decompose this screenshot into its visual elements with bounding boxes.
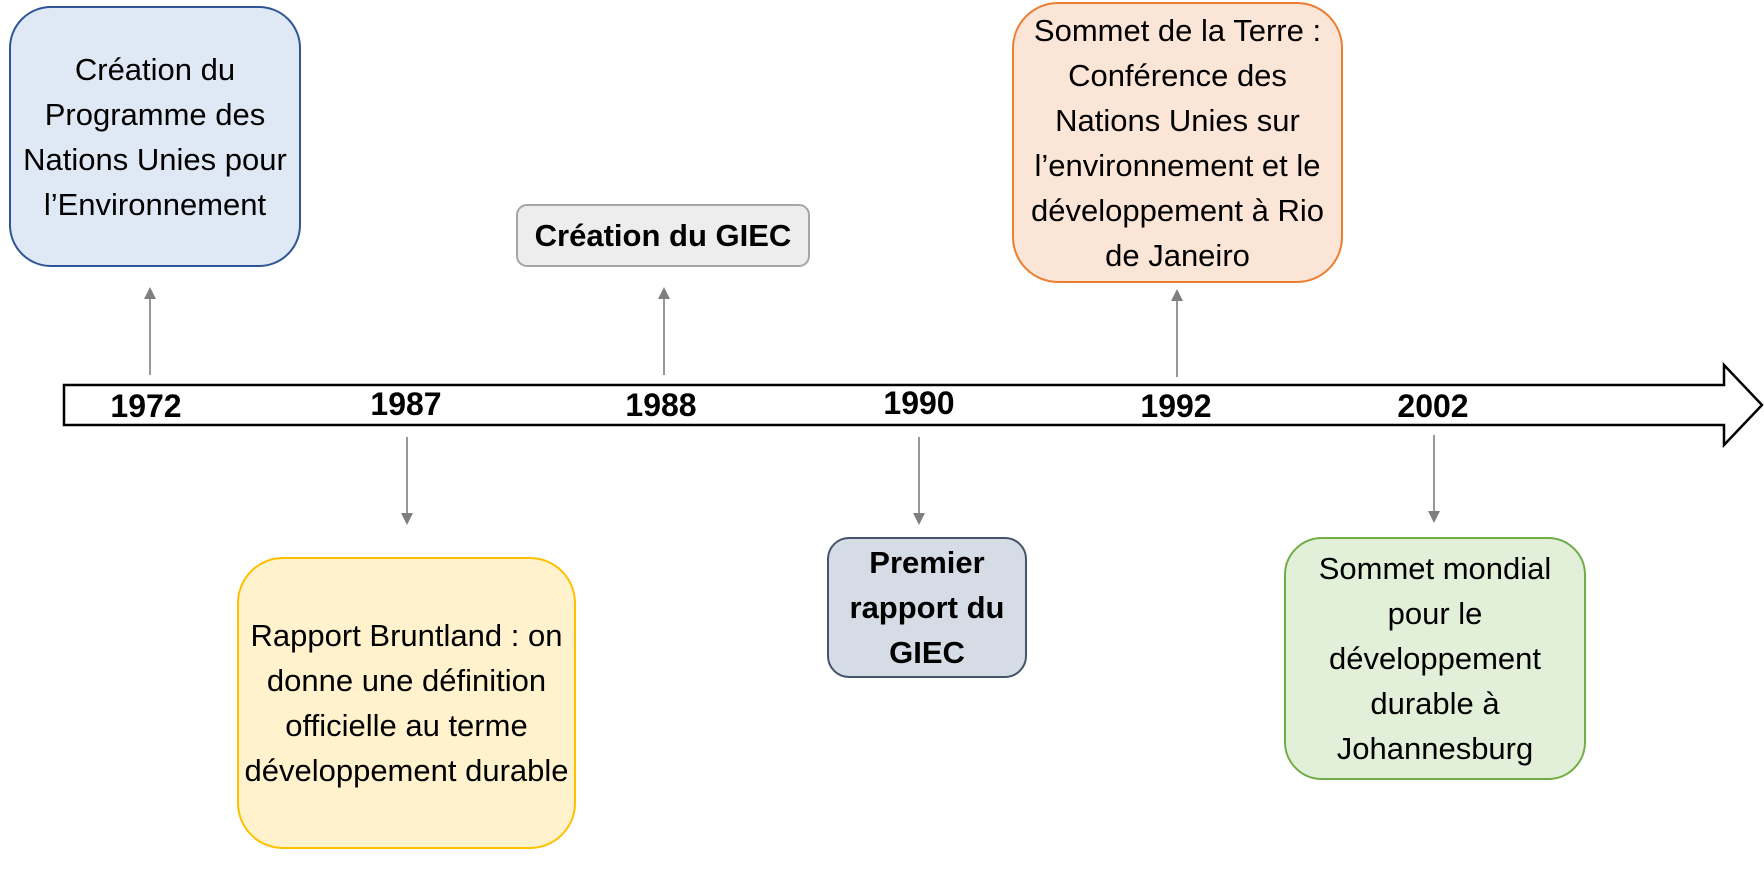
year-label-1987: 1987 <box>370 386 442 422</box>
connector-1972 <box>144 287 156 375</box>
event-box-1987: Rapport Bruntland : on donne une définit… <box>237 557 576 849</box>
year-label-1990: 1990 <box>883 385 955 421</box>
event-text-1990: Premier rapport du GIEC <box>849 545 1005 670</box>
event-text-1992: Sommet de la Terre : Conférence des Nati… <box>1031 12 1324 273</box>
event-text-1988: Création du GIEC <box>534 218 792 253</box>
event-text-2002: Sommet mondial pour le développement dur… <box>1318 551 1552 766</box>
year-label-2002: 2002 <box>1397 388 1469 424</box>
year-label-1992: 1992 <box>1140 388 1212 424</box>
event-box-1990: Premier rapport du GIEC <box>827 537 1027 678</box>
event-text-1987: Rapport Bruntland : on donne une définit… <box>244 618 569 788</box>
event-box-1972: Création du Programme des Nations Unies … <box>9 6 301 267</box>
event-box-1988: Création du GIEC <box>516 204 810 267</box>
event-box-1992: Sommet de la Terre : Conférence des Nati… <box>1012 2 1343 283</box>
timeline-arrow <box>62 361 1764 449</box>
connector-1992 <box>1171 289 1183 377</box>
year-label-1988: 1988 <box>625 387 697 423</box>
connector-1988 <box>658 287 670 375</box>
connector-1987 <box>401 437 413 525</box>
connector-2002 <box>1428 435 1440 523</box>
event-text-1972: Création du Programme des Nations Unies … <box>23 51 287 222</box>
connector-1990 <box>913 437 925 525</box>
event-box-2002: Sommet mondial pour le développement dur… <box>1284 537 1586 780</box>
connector-arrows <box>144 287 1440 525</box>
year-label-1972: 1972 <box>110 388 182 424</box>
